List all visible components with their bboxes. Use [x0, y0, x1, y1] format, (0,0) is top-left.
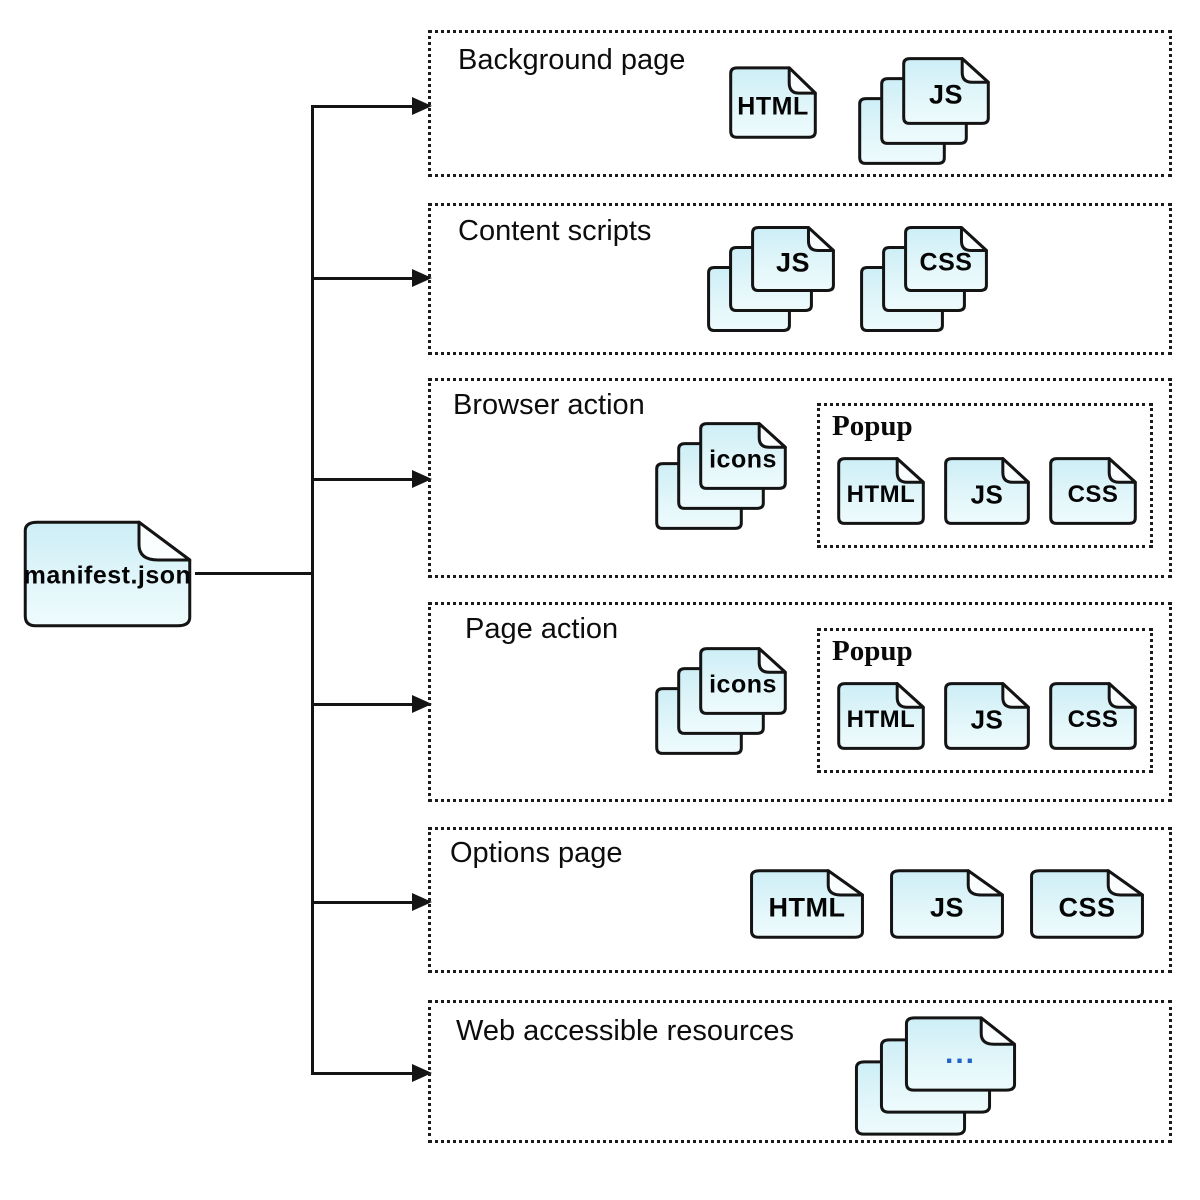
trunk-line [311, 105, 314, 1075]
file-label: JS [929, 892, 965, 923]
html-file-icon: HTML [748, 868, 866, 940]
css-file-stack-icon: CSS [859, 225, 989, 333]
arrowhead-icon [412, 97, 432, 115]
css-file-icon: CSS [1048, 681, 1138, 751]
manifest-connector-line [195, 572, 314, 575]
html-file-icon: HTML [728, 65, 818, 140]
arrowhead-icon [412, 470, 432, 488]
resources-file-stack-icon: ... [853, 1015, 1018, 1137]
section-title: Web accessible resources [456, 1015, 794, 1047]
icons-file-stack-icon: icons [654, 421, 788, 531]
file-label: HTML [768, 892, 846, 923]
branch-line [313, 901, 416, 904]
file-label: JS [928, 79, 964, 110]
section-browser-action: Browser action icons Popup HTML JS [428, 378, 1172, 578]
section-title: Page action [465, 613, 619, 645]
stack-card-front: CSS [903, 225, 989, 293]
file-label: JS [775, 247, 811, 278]
section-title: Browser action [453, 389, 645, 421]
section-page-action: Page action icons Popup HTML JS [428, 602, 1172, 802]
section-title: Options page [450, 837, 623, 869]
popup-box: Popup HTML JS CSS [817, 403, 1153, 548]
file-label: HTML [846, 706, 916, 734]
html-file-icon: HTML [836, 456, 926, 526]
arrowhead-icon [412, 269, 432, 287]
section-title: Content scripts [458, 215, 652, 247]
js-file-icon: JS [943, 456, 1031, 526]
css-file-icon: CSS [1028, 868, 1146, 940]
file-label: JS [970, 704, 1004, 735]
popup-title: Popup [832, 410, 913, 442]
file-label: HTML [846, 481, 916, 509]
icons-file-stack-icon: icons [654, 646, 788, 756]
file-label: CSS [919, 248, 973, 277]
file-label: icons [709, 670, 777, 699]
section-web-accessible-resources: Web accessible resources ... [428, 1000, 1172, 1143]
section-title: Background page [458, 44, 686, 76]
file-label: HTML [737, 92, 809, 121]
popup-title: Popup [832, 635, 913, 667]
js-file-icon: JS [943, 681, 1031, 751]
file-label: CSS [1067, 481, 1119, 509]
stack-card-front: JS [901, 56, 991, 126]
section-background-page: Background page HTML JS [428, 30, 1172, 177]
manifest-file-icon: manifest.json [20, 518, 195, 630]
stack-card-front: JS [750, 225, 836, 293]
branch-line [313, 105, 416, 108]
js-file-stack-icon: JS [706, 225, 836, 333]
stack-card-front: ... [903, 1015, 1018, 1093]
js-file-stack-icon: JS [857, 56, 991, 166]
branch-line [313, 277, 416, 280]
manifest-label: manifest.json [23, 561, 192, 590]
section-options-page: Options page HTML JS CSS [428, 827, 1172, 973]
branch-line [313, 478, 416, 481]
popup-box: Popup HTML JS CSS [817, 628, 1153, 773]
js-file-icon: JS [888, 868, 1006, 940]
section-content-scripts: Content scripts JS CSS [428, 203, 1172, 355]
branch-line [313, 1072, 416, 1075]
stack-card-front: icons [698, 646, 788, 716]
stack-card-front: icons [698, 421, 788, 491]
html-file-icon: HTML [836, 681, 926, 751]
css-file-icon: CSS [1048, 456, 1138, 526]
arrowhead-icon [412, 893, 432, 911]
arrowhead-icon [412, 695, 432, 713]
file-label: JS [970, 479, 1004, 510]
file-label: icons [709, 445, 777, 474]
file-label: ... [944, 1037, 977, 1070]
file-label: CSS [1067, 706, 1119, 734]
file-label: CSS [1058, 892, 1116, 923]
arrowhead-icon [412, 1064, 432, 1082]
branch-line [313, 703, 416, 706]
